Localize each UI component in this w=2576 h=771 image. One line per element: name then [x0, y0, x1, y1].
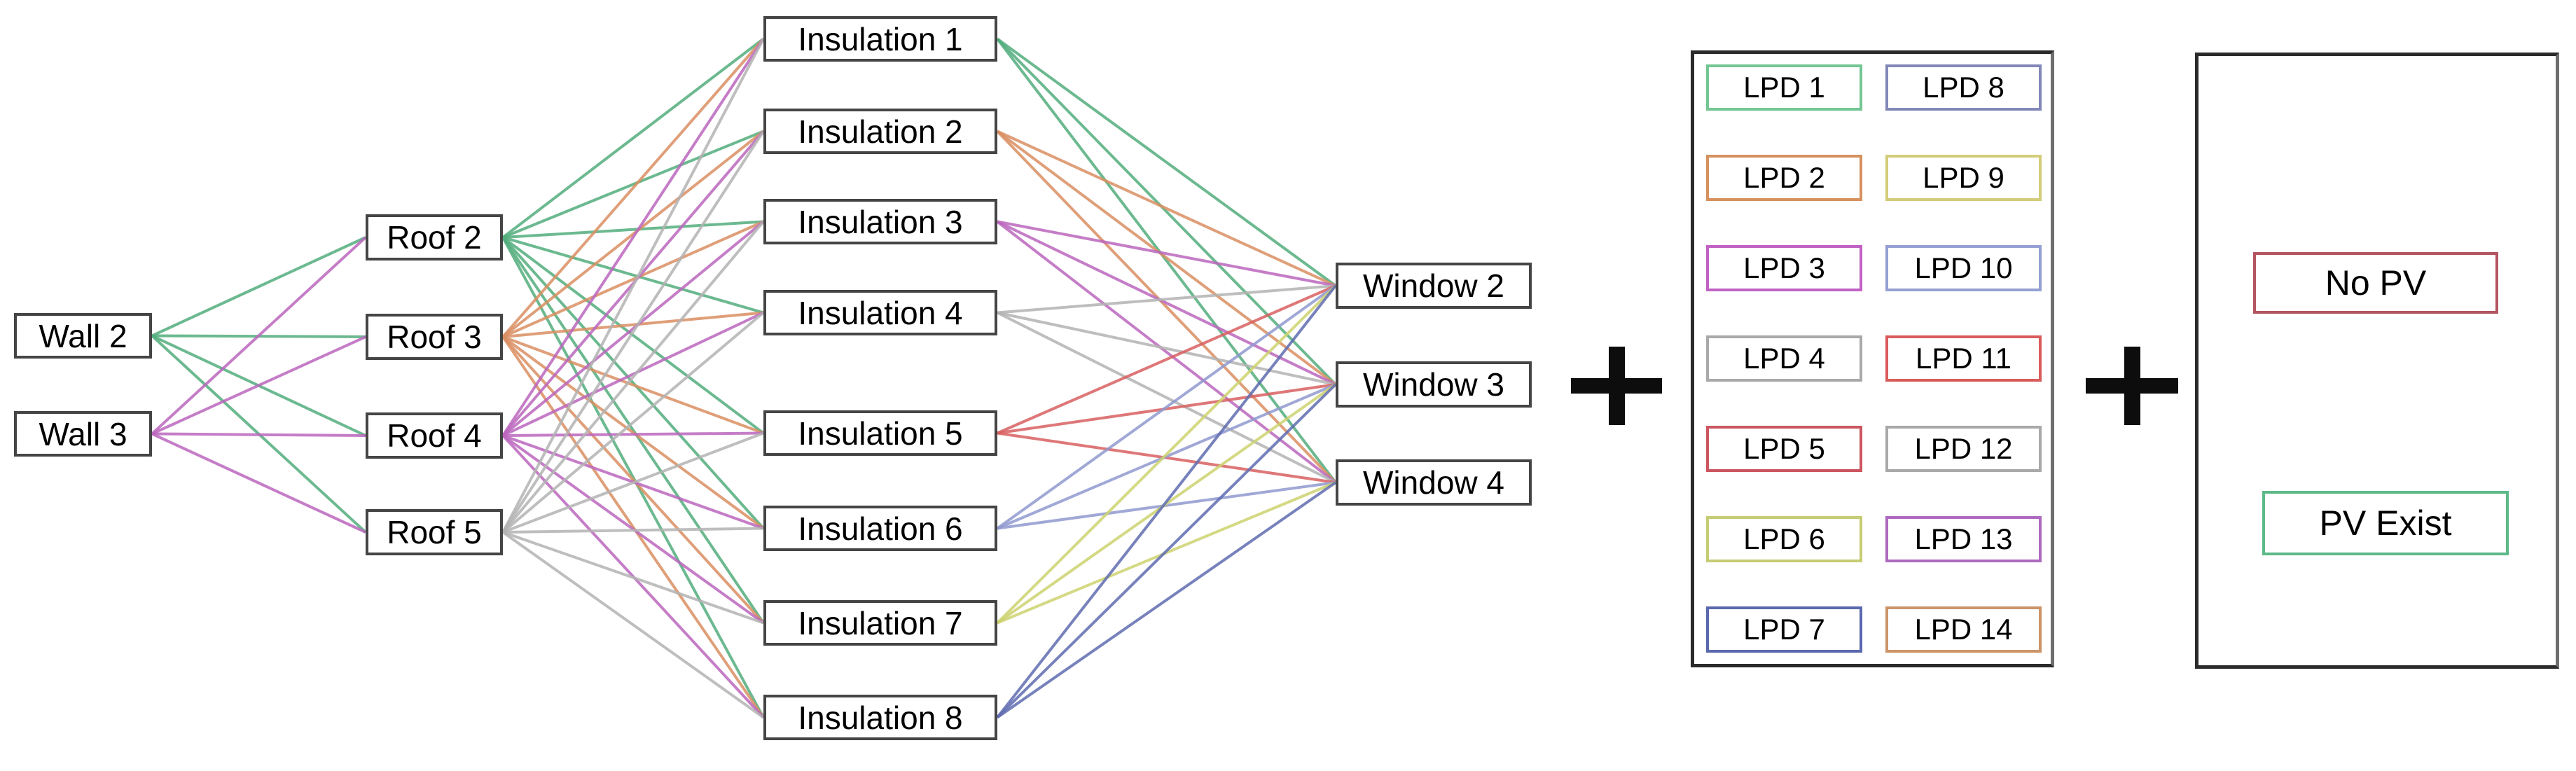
node-roof-5: Roof 5	[366, 509, 503, 555]
lpd-option-8: LPD 8	[1885, 64, 2042, 111]
node-wall-3: Wall 3	[14, 411, 152, 457]
edge-insulation-2-to-window-2	[997, 130, 1336, 287]
edge-roof-2-to-insulation-7	[501, 236, 765, 624]
pv-option-no-pv: No PV	[2253, 252, 2498, 314]
edge-insulation-8-to-window-2	[996, 284, 1337, 718]
edge-roof-2-to-insulation-4	[502, 236, 764, 314]
pv-option-pv-exist: PV Exist	[2262, 491, 2509, 555]
edge-insulation-3-to-window-2	[997, 220, 1336, 287]
edge-insulation-6-to-window-2	[996, 284, 1337, 530]
node-insulation-5: Insulation 5	[763, 410, 997, 456]
edge-wall-3-to-roof-5	[151, 432, 366, 534]
edge-insulation-1-to-window-3	[996, 38, 1337, 386]
edge-roof-5-to-insulation-7	[502, 531, 764, 625]
edge-roof-5-to-insulation-3	[501, 221, 765, 534]
node-insulation-2: Insulation 2	[763, 109, 997, 154]
edge-insulation-1-to-window-2	[996, 37, 1337, 287]
pv-option-pv-exist-label: PV Exist	[2319, 503, 2452, 543]
lpd-option-1: LPD 1	[1706, 64, 1862, 111]
edge-roof-4-to-insulation-4	[502, 311, 764, 437]
edge-roof-5-to-insulation-6	[502, 527, 764, 534]
edge-insulation-4-to-window-2	[997, 284, 1336, 314]
edge-wall-3-to-roof-4	[151, 432, 366, 437]
edge-insulation-8-to-window-4	[996, 481, 1337, 719]
lpd-option-14: LPD 14	[1885, 606, 2042, 653]
edge-roof-5-to-insulation-1	[501, 38, 765, 533]
edge-roof-4-to-insulation-5	[502, 431, 764, 437]
node-window-3: Window 3	[1336, 361, 1532, 408]
lpd-option-13: LPD 13	[1885, 516, 2042, 562]
edge-insulation-7-to-window-2	[996, 284, 1337, 624]
edge-insulation-5-to-window-2	[997, 284, 1336, 435]
node-insulation-3: Insulation 3	[763, 199, 997, 244]
plus-2-vbar	[2124, 347, 2140, 425]
lpd-option-3: LPD 3	[1706, 245, 1862, 291]
edge-roof-2-to-insulation-2	[502, 130, 764, 239]
lpd-option-4: LPD 4	[1706, 335, 1862, 382]
lpd-option-11: LPD 11	[1885, 335, 2042, 382]
edge-roof-4-to-insulation-3	[501, 220, 765, 437]
lpd-option-10: LPD 10	[1885, 245, 2042, 291]
node-window-4: Window 4	[1336, 459, 1532, 506]
node-insulation-8: Insulation 8	[763, 695, 997, 740]
edge-roof-2-to-insulation-3	[502, 220, 764, 239]
node-roof-4: Roof 4	[366, 412, 503, 459]
edge-insulation-6-to-window-4	[997, 481, 1336, 530]
lpd-option-9: LPD 9	[1885, 155, 2042, 201]
lpd-option-6: LPD 6	[1706, 516, 1862, 562]
edge-insulation-2-to-window-3	[996, 130, 1337, 386]
node-insulation-1: Insulation 1	[763, 16, 997, 62]
edge-roof-3-to-insulation-5	[502, 335, 764, 435]
edge-roof-5-to-insulation-4	[501, 311, 765, 534]
edge-roof-3-to-insulation-3	[502, 220, 764, 338]
edge-insulation-4-to-window-4	[997, 311, 1336, 484]
edge-insulation-4-to-window-3	[997, 311, 1336, 386]
edge-wall-2-to-roof-2	[151, 236, 366, 338]
edge-roof-2-to-insulation-5	[501, 236, 765, 435]
edge-wall-3-to-roof-2	[151, 236, 367, 435]
node-insulation-7: Insulation 7	[763, 600, 997, 646]
lpd-option-12: LPD 12	[1885, 426, 2042, 472]
node-roof-2: Roof 2	[366, 214, 503, 261]
edge-roof-3-to-insulation-1	[501, 38, 765, 338]
edge-roof-5-to-insulation-8	[501, 531, 765, 719]
edge-roof-5-to-insulation-5	[502, 431, 764, 534]
edge-insulation-6-to-window-3	[997, 383, 1336, 530]
node-insulation-4: Insulation 4	[763, 290, 997, 335]
node-insulation-6: Insulation 6	[763, 506, 997, 551]
lpd-option-7: LPD 7	[1706, 606, 1862, 653]
node-window-2: Window 2	[1336, 263, 1532, 309]
edge-roof-3-to-insulation-8	[501, 335, 765, 718]
pv-panel	[2195, 53, 2559, 669]
plus-1-vbar	[1608, 347, 1625, 425]
edge-insulation-5-to-window-3	[997, 383, 1336, 435]
node-wall-2: Wall 2	[14, 313, 152, 359]
edge-roof-5-to-insulation-2	[501, 130, 765, 534]
edge-insulation-8-to-window-3	[996, 383, 1337, 718]
edge-roof-2-to-insulation-1	[501, 37, 765, 239]
edge-roof-3-to-insulation-2	[501, 130, 765, 338]
edge-roof-3-to-insulation-4	[502, 311, 764, 338]
node-roof-3: Roof 3	[366, 314, 503, 360]
edge-roof-4-to-insulation-1	[501, 38, 765, 437]
lpd-option-5: LPD 5	[1706, 426, 1862, 472]
edge-wall-3-to-roof-3	[151, 335, 366, 436]
lpd-option-2: LPD 2	[1706, 155, 1862, 201]
pv-option-no-pv-label: No PV	[2325, 263, 2427, 303]
